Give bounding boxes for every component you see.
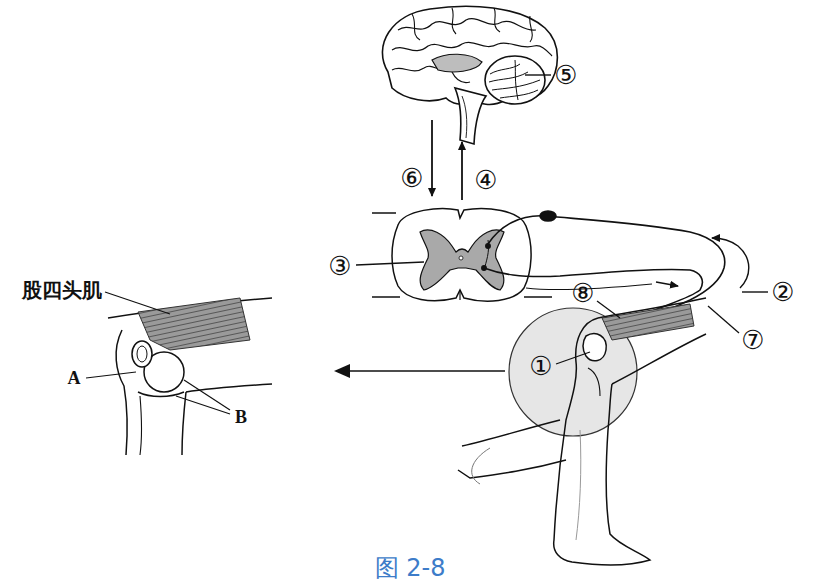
leader-line [556, 352, 590, 364]
callout-number: ① [529, 353, 552, 379]
enlarge-arrowhead [334, 364, 350, 378]
callout-number: ② [771, 279, 794, 305]
callout-number: ⑧ [571, 280, 594, 306]
figure-caption: 图 2-8 [375, 556, 446, 580]
callout-number: ④ [474, 167, 497, 193]
part-label: B [235, 408, 247, 426]
leader-line [742, 291, 768, 292]
direction-arrow [712, 238, 749, 288]
enlarge-arrow [344, 370, 505, 372]
quadriceps-muscle [138, 298, 250, 350]
leader-line [525, 74, 551, 75]
brain [382, 6, 557, 144]
callout-number: ⑥ [400, 165, 423, 191]
leader-line [176, 396, 230, 414]
callout-number: ⑤ [554, 62, 577, 88]
leader-line [356, 262, 424, 265]
direction-arrow [656, 282, 678, 286]
leader-line [708, 306, 739, 333]
leader-line [597, 301, 620, 318]
callout-number: ⑦ [741, 327, 764, 353]
part-label: A [68, 369, 81, 387]
callout-number: ③ [328, 253, 351, 279]
leader-line [184, 380, 230, 410]
descending-arrow [431, 120, 433, 196]
spinal-cord [372, 209, 552, 302]
legs [458, 298, 706, 565]
ascending-arrow [461, 142, 463, 200]
knee-enlarged [108, 298, 272, 455]
quadriceps-muscle [602, 304, 694, 340]
muscle-label: 股四头肌 [22, 280, 102, 300]
leader-line [86, 372, 136, 378]
nerve [484, 211, 725, 340]
leader-line [105, 292, 170, 314]
